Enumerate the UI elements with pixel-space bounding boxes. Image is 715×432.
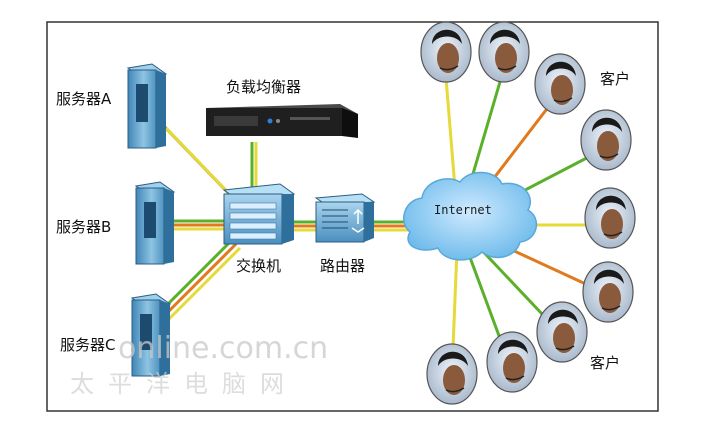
client-label-top: 客户 — [600, 70, 630, 88]
internet-cloud: Internet — [403, 171, 538, 261]
client-label-bottom: 客户 — [590, 354, 620, 372]
server-tower-icon — [134, 181, 176, 265]
link-server-c-yellow — [166, 246, 242, 322]
switch: 交换机 — [222, 183, 296, 275]
server-c-label: 服务器C — [60, 336, 115, 354]
client-avatar-icon — [486, 331, 538, 393]
client-avatar-icon — [478, 21, 530, 83]
clients: 客户 客户 — [420, 21, 636, 405]
client-avatar-icon — [426, 343, 478, 405]
cloud-icon — [403, 171, 538, 261]
router-label: 路由器 — [320, 257, 365, 275]
core-links — [250, 142, 410, 232]
client-avatar-icon — [580, 109, 632, 171]
client-avatar-icon — [584, 187, 636, 249]
server-a: 服务器A — [56, 63, 168, 149]
server-tower-icon — [130, 293, 172, 377]
server-a-label: 服务器A — [56, 90, 112, 108]
internet-label: Internet — [434, 203, 492, 217]
link-server-c-green — [158, 238, 234, 314]
client-avatar-icon — [534, 53, 586, 115]
client-avatar-icon — [582, 261, 634, 323]
server-tower-icon — [126, 63, 168, 149]
watermark-line1: online.com.cn — [118, 331, 328, 366]
load-balancer-label: 负载均衡器 — [226, 78, 301, 96]
client-avatar-icon — [536, 301, 588, 363]
load-balancer-icon — [206, 104, 358, 138]
watermark-line2: 太平洋电脑网 — [70, 370, 298, 398]
server-c: 服务器C — [60, 293, 172, 377]
server-b-label: 服务器B — [56, 218, 111, 236]
load-balancer: 负载均衡器 — [206, 78, 358, 138]
switch-icon — [222, 183, 296, 245]
switch-label: 交换机 — [236, 257, 281, 275]
server-b: 服务器B — [56, 181, 176, 265]
router-icon — [314, 193, 376, 243]
router: 路由器 — [314, 193, 376, 275]
client-avatar-icon — [420, 21, 472, 83]
watermark: online.com.cn 太平洋电脑网 — [70, 331, 328, 398]
link-server-c-orange — [162, 242, 238, 318]
